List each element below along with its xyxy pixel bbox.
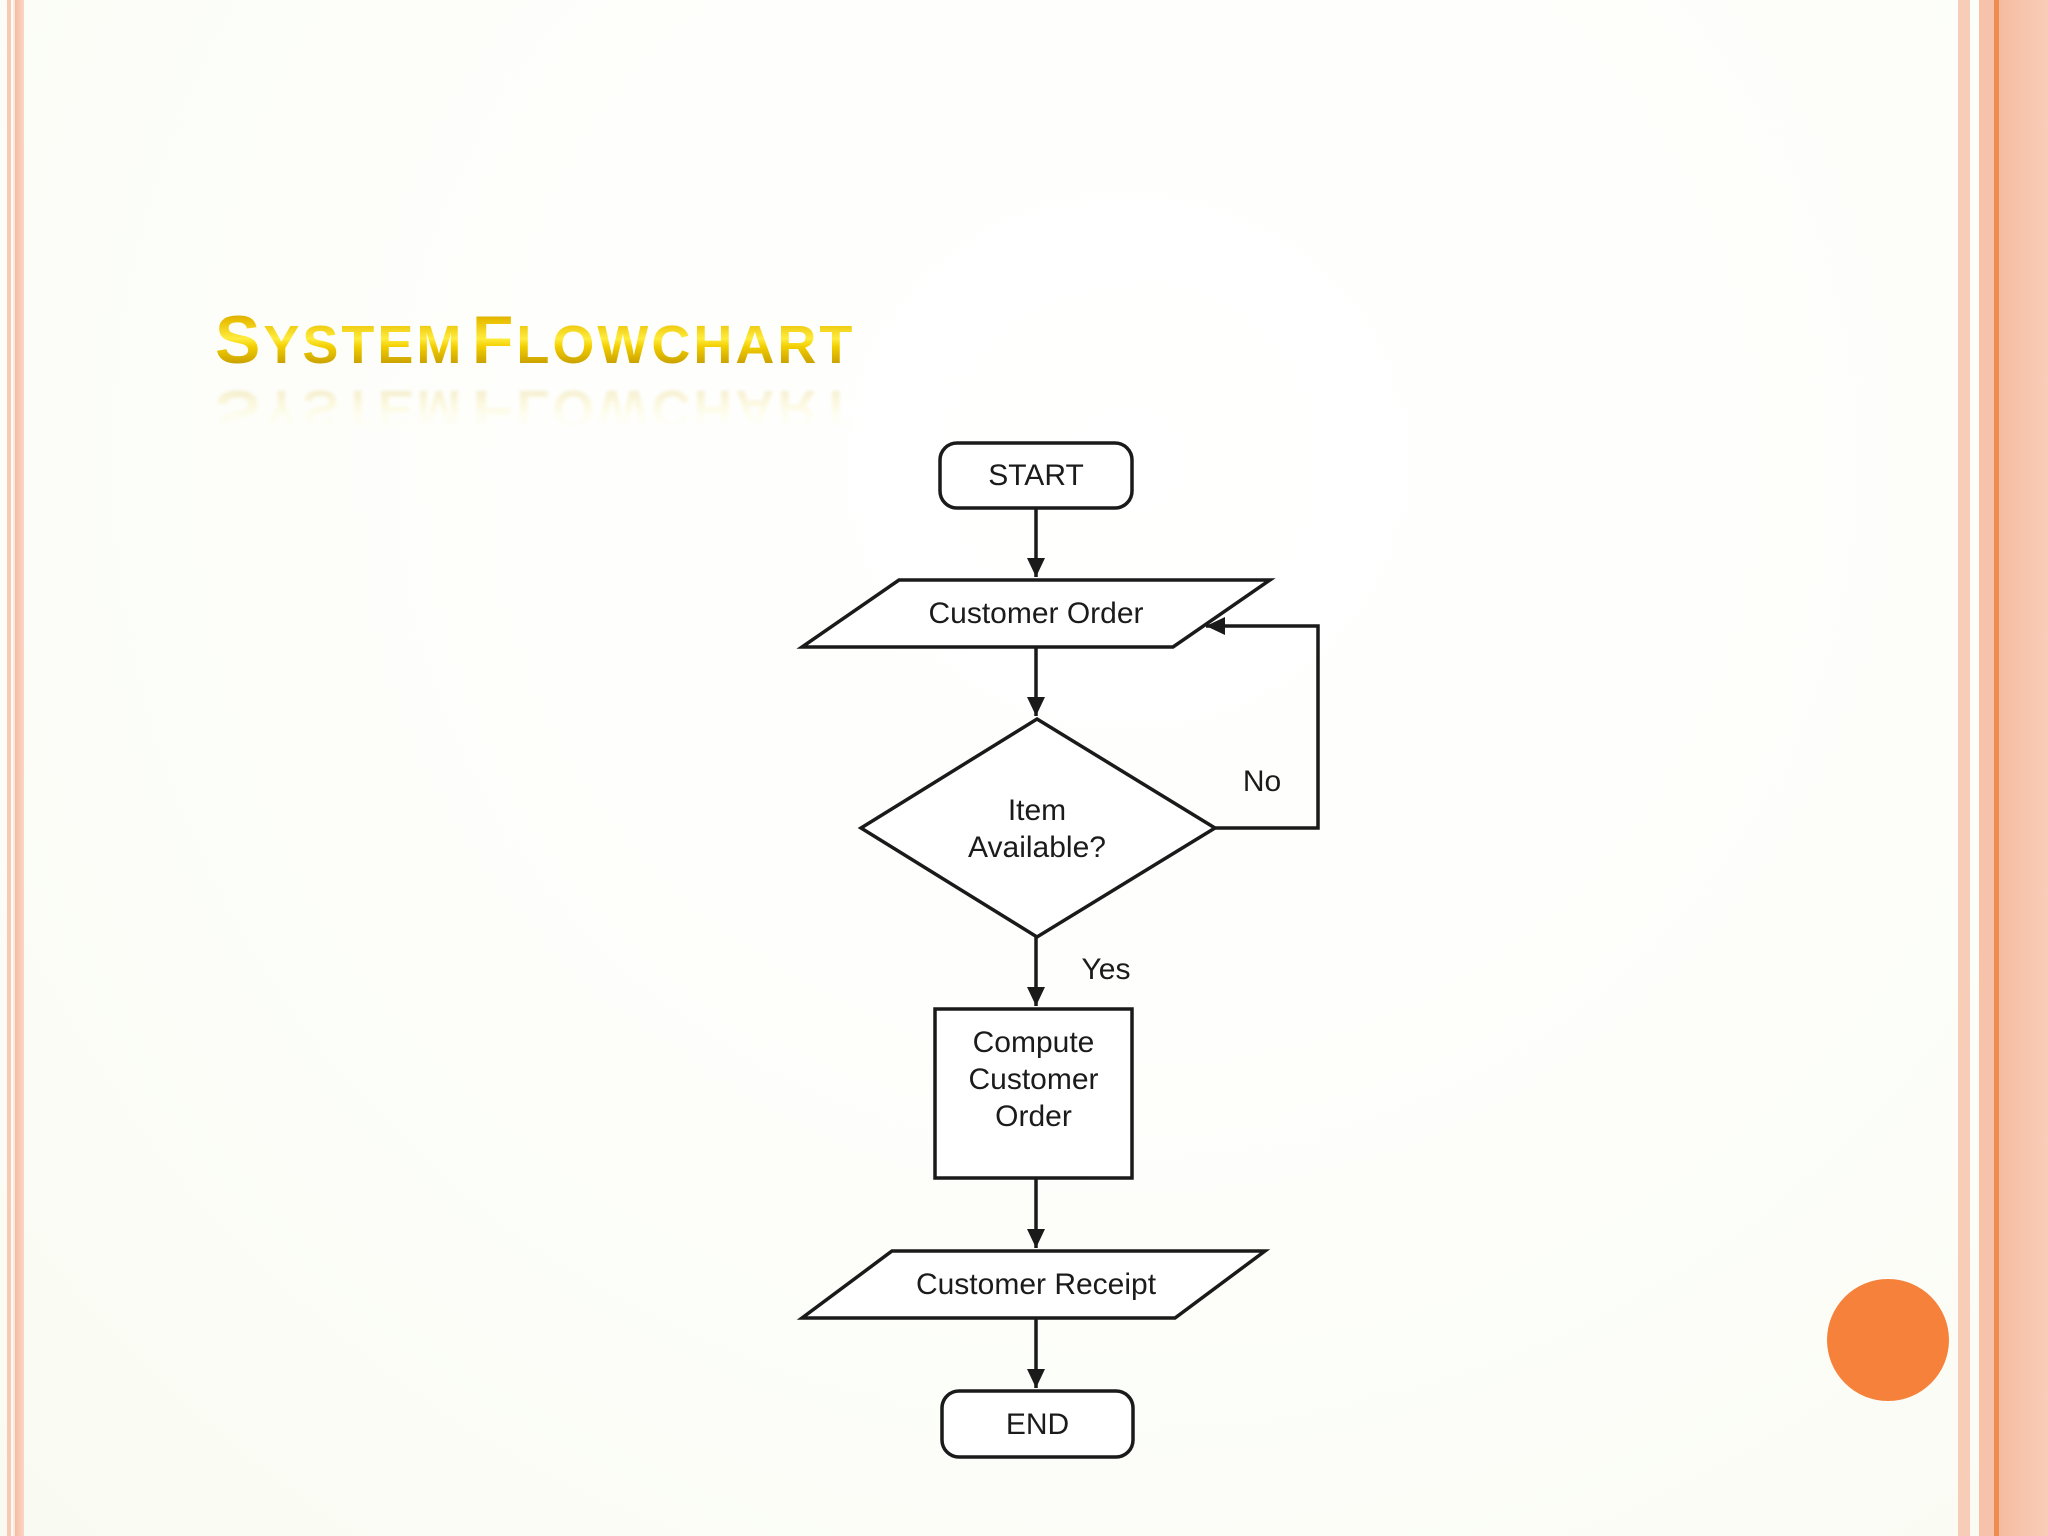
edge-decision-no-loop-to-order [1206,617,1320,830]
compute-order-label: Compute Customer Order [968,1026,1099,1133]
edge-label-no: No [1242,765,1282,798]
customer-receipt-label: Customer Receipt [915,1268,1157,1301]
end-terminator-shape [940,1389,1135,1459]
right-border-stripe [1999,0,2048,1536]
accent-circle [1827,1279,1949,1401]
left-border-stripe [15,0,24,1536]
left-border-stripe [13,0,15,1536]
item-available-label: Item Available? [968,794,1106,864]
compute-order-process-shape [933,1007,1134,1180]
right-border-stripe [1994,0,1999,1536]
edge-label-yes: Yes [1081,953,1131,986]
right-border-stripe [1958,0,1970,1536]
left-border-stripe [7,0,11,1536]
customer-order-label: Customer Order [928,597,1144,630]
customer-order-parallelogram-shape [796,578,1276,649]
end-label: END [1005,1407,1070,1441]
start-label: START [988,459,1084,492]
customer-receipt-parallelogram-shape [796,1249,1271,1320]
right-border-stripe [1979,0,1994,1536]
